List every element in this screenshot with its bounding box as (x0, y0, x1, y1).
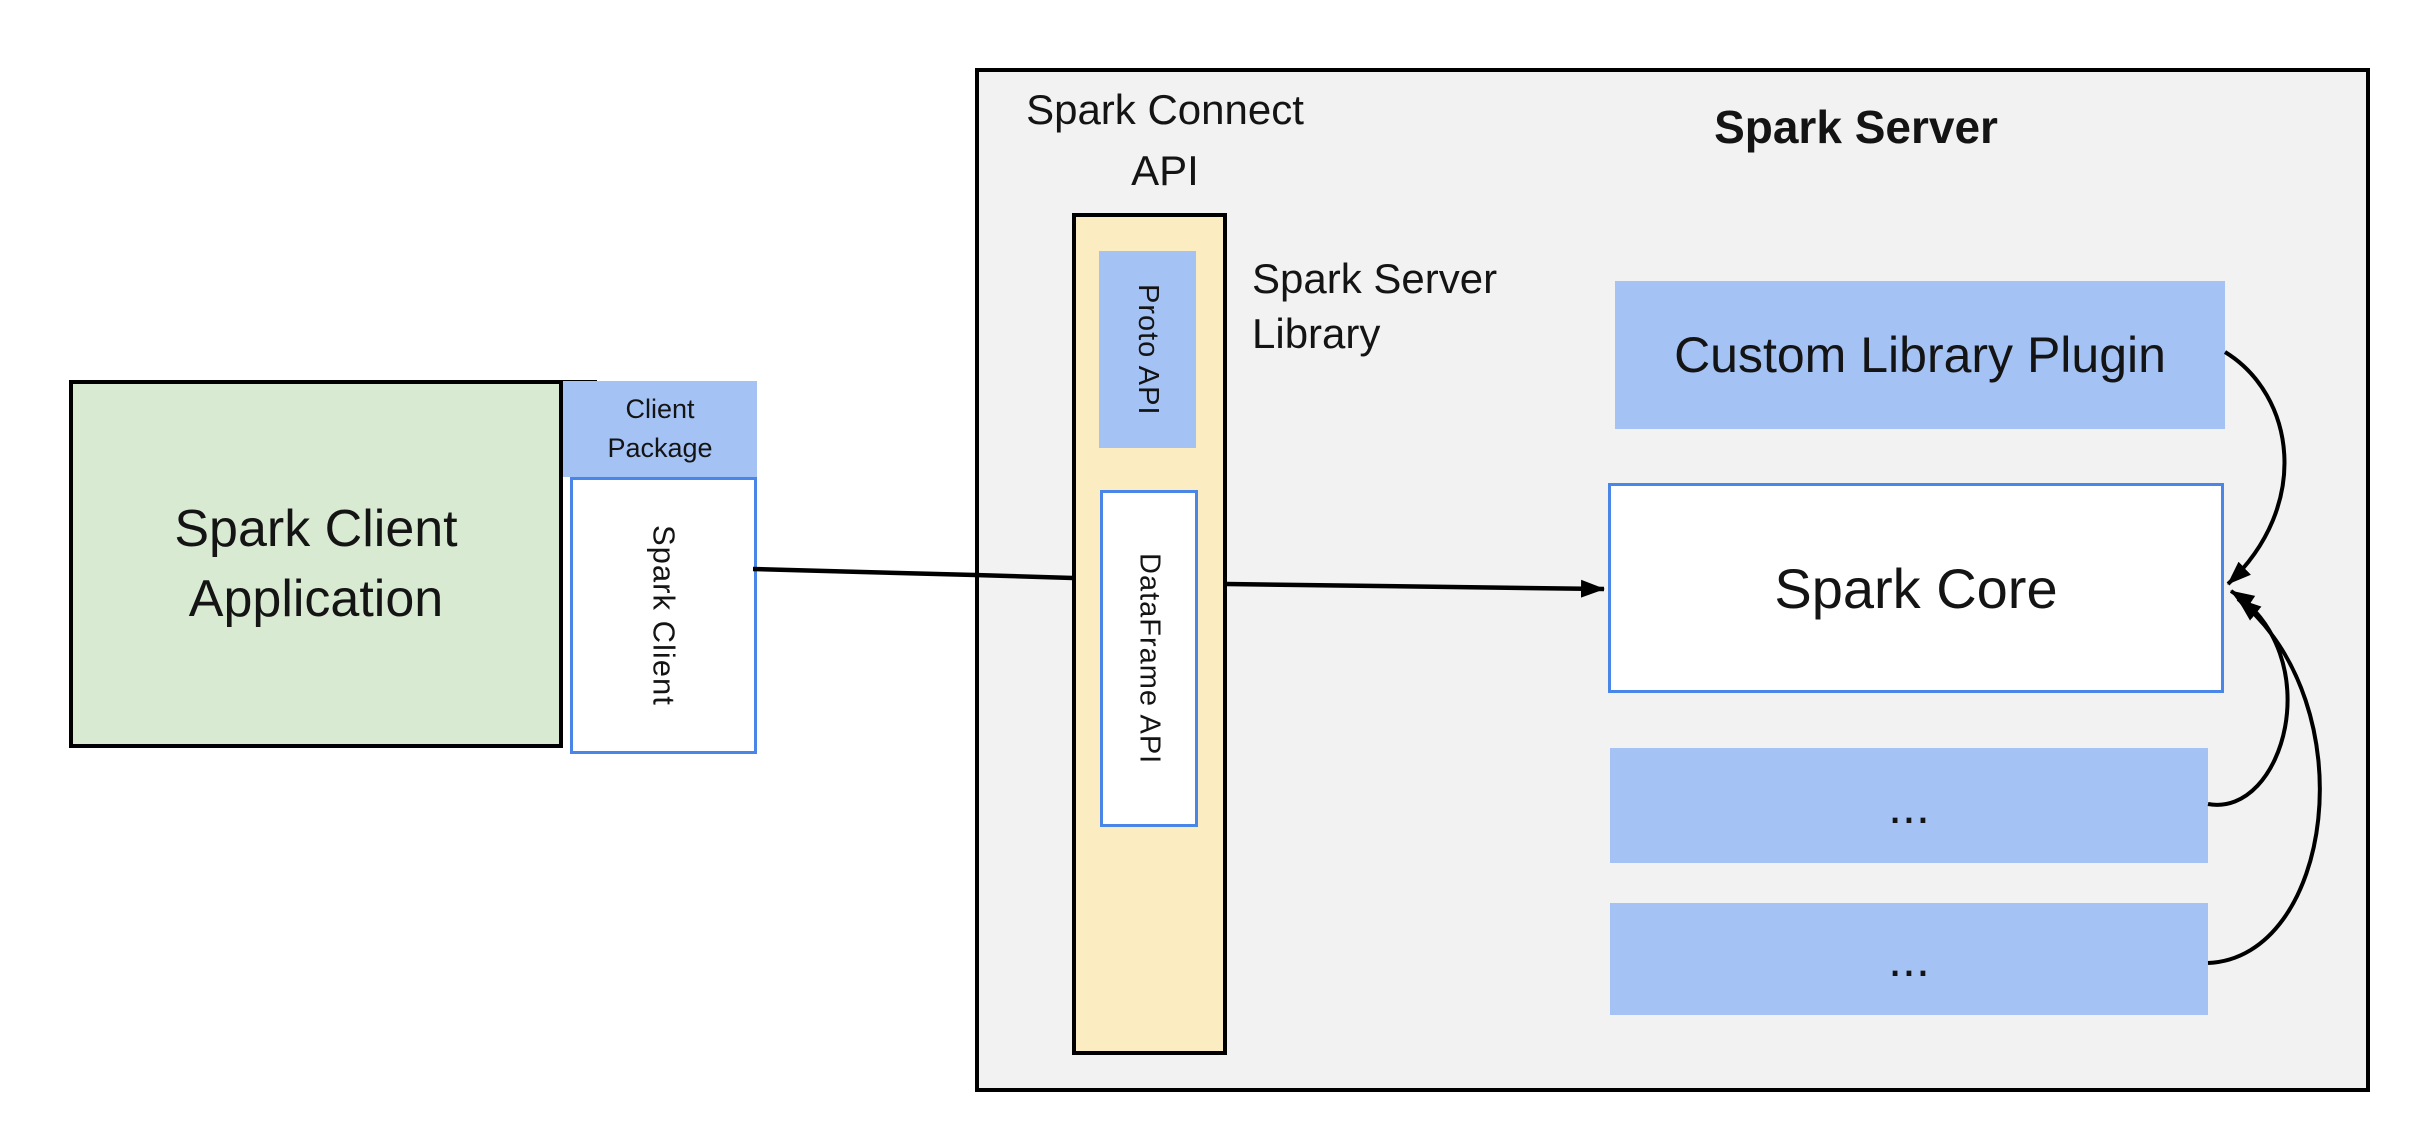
dataframe-api-label: DataFrame API (1133, 552, 1166, 765)
spark-server-title: Spark Server (1714, 101, 1998, 153)
spark-core-box: Spark Core (1608, 483, 2224, 693)
custom-library-plugin-box: Custom Library Plugin (1615, 281, 2225, 429)
spark-client-box: Spark Client (570, 477, 757, 754)
ellipsis-box-1: ... (1610, 748, 2208, 863)
spark-connect-api-label: Spark Connect API (1026, 86, 1304, 194)
client-package-box: Client Package (563, 381, 757, 477)
spark-client-application-box: Spark Client Application (69, 380, 563, 748)
proto-api-label: Proto API (1132, 283, 1164, 416)
dataframe-api-box: DataFrame API (1100, 490, 1198, 827)
spark-client-label: Spark Client (646, 525, 682, 706)
proto-api-box: Proto API (1099, 251, 1196, 448)
spark-server-library-label: Spark Server Library (1252, 255, 1498, 357)
ellipsis-box-2: ... (1610, 903, 2208, 1015)
